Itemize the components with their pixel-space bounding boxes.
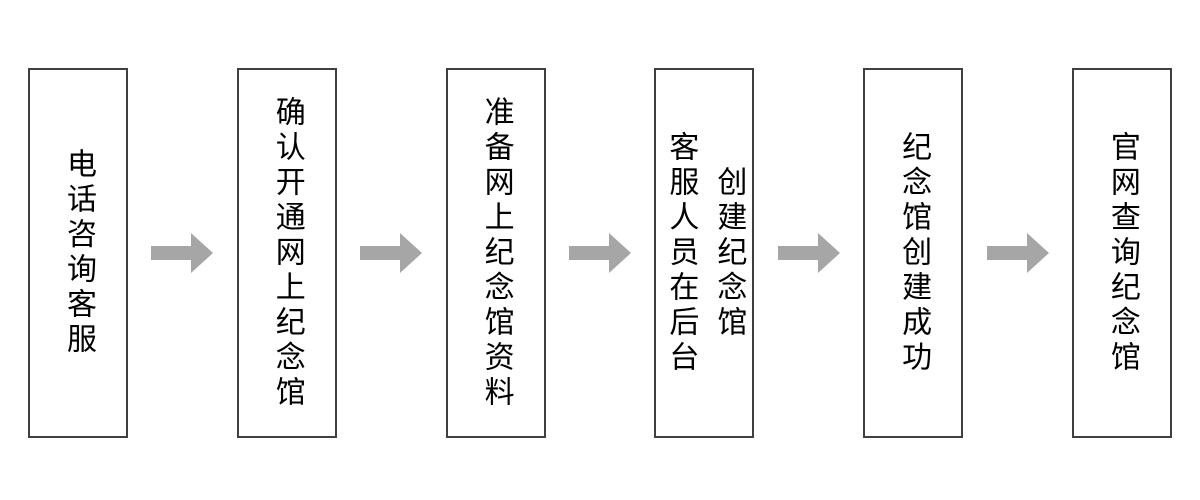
step-box-query-website: 官网查询纪念馆 [1071,68,1172,438]
step-box-confirm-open: 确认开通网上纪念馆 [236,68,337,438]
step-box-create-success: 纪念馆创建成功 [863,68,964,438]
flow-arrow-icon [777,68,840,438]
flow-arrow-icon [360,68,423,438]
step-label: 确认开通网上纪念馆 [270,95,304,411]
flow-arrow-icon [151,68,214,438]
step-label: 准备网上纪念馆资料 [479,95,513,411]
step-label: 客服人员在后台 创建纪念馆 [664,130,746,376]
step-box-phone-consult: 电话咨询客服 [28,68,128,438]
flowchart: 电话咨询客服 确认开通网上纪念馆 准备网上纪念馆资料 客服人员在后台 创建纪念馆 [0,68,1200,438]
step-box-staff-create: 客服人员在后台 创建纪念馆 [654,68,755,438]
step-box-prepare-materials: 准备网上纪念馆资料 [445,68,546,438]
step-label: 电话咨询客服 [62,148,95,358]
flow-arrow-icon [568,68,631,438]
step-label: 官网查询纪念馆 [1105,130,1139,376]
step-label: 纪念馆创建成功 [897,130,931,376]
flow-arrow-icon [986,68,1049,438]
